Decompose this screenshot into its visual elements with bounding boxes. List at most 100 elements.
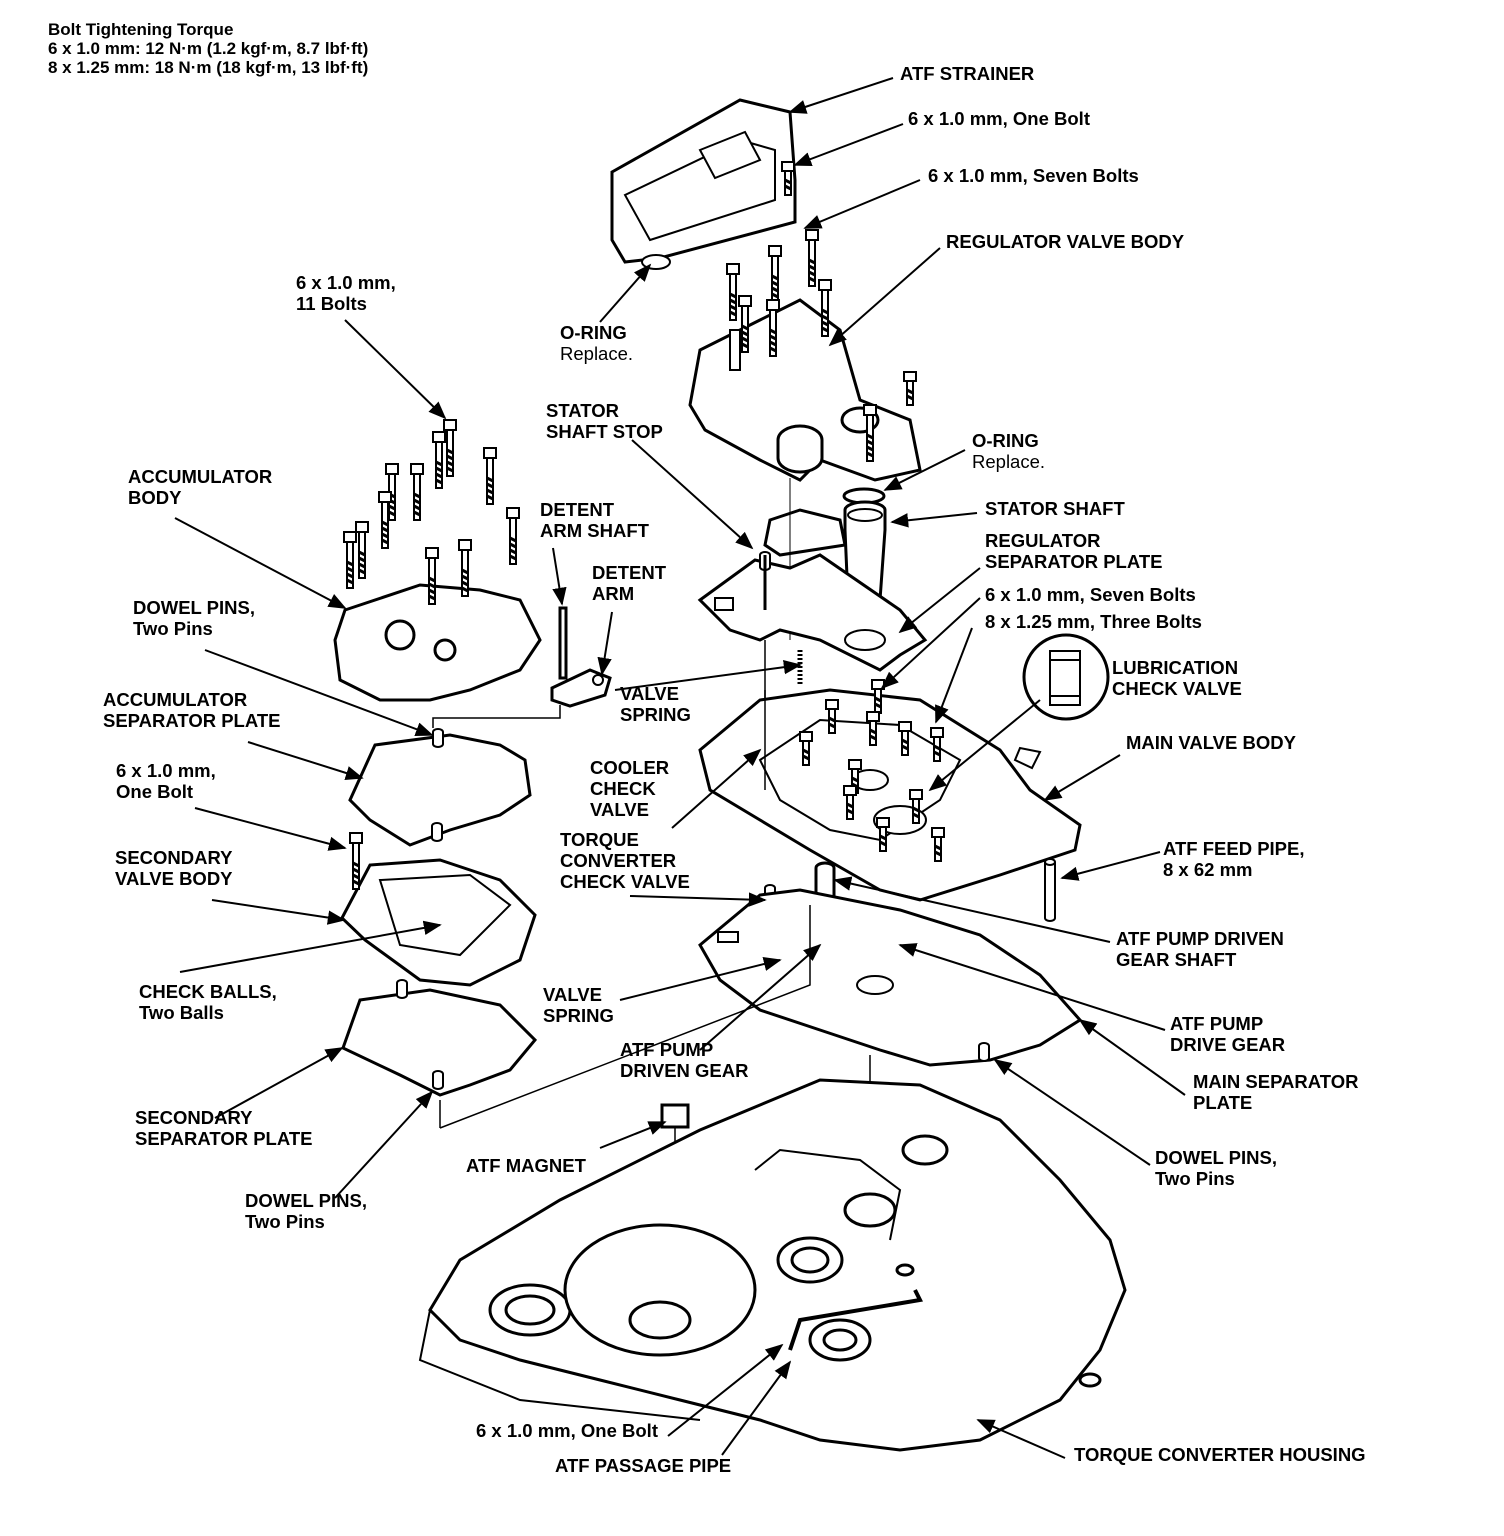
- label-text: ATF PUMP: [620, 1039, 714, 1060]
- label-text: SPRING: [543, 1005, 614, 1026]
- label-text: 6 x 1.0 mm, Seven Bolts: [928, 165, 1139, 186]
- label-text: ATF PUMP: [1170, 1013, 1264, 1034]
- label-text: DRIVEN GEAR: [620, 1060, 749, 1081]
- label-text: 6 x 1.0 mm, Seven Bolts: [985, 584, 1196, 605]
- secondary-separator-plate: [341, 978, 538, 1097]
- label-text: ATF STRAINER: [900, 63, 1035, 84]
- label-bolt-seven-top: 6 x 1.0 mm, Seven Bolts: [928, 165, 1139, 186]
- label-text: MAIN SEPARATOR: [1193, 1071, 1359, 1092]
- label-text: DRIVE GEAR: [1170, 1034, 1286, 1055]
- torque-converter-housing: [418, 1078, 1127, 1452]
- label-bolts-three-mid: 8 x 1.25 mm, Three Bolts: [985, 611, 1202, 632]
- label-text: CONVERTER: [560, 850, 677, 871]
- label-text: Two Balls: [139, 1002, 224, 1023]
- header-spec-6mm: 6 x 1.0 mm: 12 N·m (1.2 kgf·m, 8.7 lbf·f…: [48, 39, 369, 58]
- label-text: COOLER: [590, 757, 670, 778]
- label-text: DETENT: [540, 499, 614, 520]
- label-bolt-one-left: 6 x 1.0 mm,One Bolt: [116, 760, 216, 802]
- label-text: SPRING: [620, 704, 691, 725]
- label-bolt-one-bottom: 6 x 1.0 mm, One Bolt: [476, 1420, 658, 1441]
- detent-arm: [550, 606, 612, 708]
- label-text: ATF PUMP DRIVEN: [1116, 928, 1284, 949]
- label-text: VALVE BODY: [115, 868, 233, 889]
- label-text: SEPARATOR PLATE: [103, 710, 281, 731]
- label-text: LUBRICATION: [1112, 657, 1239, 678]
- label-atf-strainer: ATF STRAINER: [900, 63, 1034, 84]
- label-main-valve-body: MAIN VALVE BODY: [1126, 732, 1296, 753]
- label-text: ATF FEED PIPE,: [1163, 838, 1305, 859]
- header-spec-8mm: 8 x 1.25 mm: 18 N·m (18 kgf·m, 13 lbf·ft…: [48, 58, 369, 77]
- label-regulator-valve-body: REGULATOR VALVE BODY: [946, 231, 1184, 252]
- main-valve-body: [698, 678, 1082, 902]
- label-text: ACCUMULATOR: [103, 689, 248, 710]
- label-text: Two Pins: [133, 618, 213, 639]
- label-text: ARM: [592, 583, 635, 604]
- label-text: SEPARATOR PLATE: [985, 551, 1163, 572]
- torque-spec-header: Bolt Tightening Torque 6 x 1.0 mm: 12 N·…: [48, 20, 368, 77]
- label-text: VALVE: [543, 984, 602, 1005]
- label-text: DOWEL PINS,: [133, 597, 255, 618]
- label-bolts-seven-mid: 6 x 1.0 mm, Seven Bolts: [985, 584, 1196, 605]
- label-text: ATF PASSAGE PIPE: [555, 1455, 732, 1476]
- label-text: O-RING: [972, 430, 1039, 451]
- label-atf-passage-pipe: ATF PASSAGE PIPE: [555, 1455, 731, 1476]
- leader-lines: [174, 77, 1186, 1459]
- label-text: O-RING: [560, 322, 627, 343]
- label-text: Two Pins: [245, 1211, 325, 1232]
- label-text: ACCUMULATOR: [128, 466, 273, 487]
- label-text: 8 x 1.25 mm, Three Bolts: [985, 611, 1202, 632]
- atf-strainer: [610, 98, 797, 270]
- label-text: Two Pins: [1155, 1168, 1235, 1189]
- label-text: ATF MAGNET: [466, 1155, 586, 1176]
- label-text: REGULATOR VALVE BODY: [946, 231, 1185, 252]
- label-text: REGULATOR: [985, 530, 1101, 551]
- label-text: DETENT: [592, 562, 666, 583]
- accumulator-body: [333, 418, 542, 702]
- regulator-separator-plate: [697, 550, 928, 672]
- label-text: One Bolt: [116, 781, 194, 802]
- stator-shaft-assembly: [763, 478, 887, 640]
- label-atf-feed-pipe: ATF FEED PIPE,8 x 62 mm: [1163, 838, 1305, 880]
- label-text: 6 x 1.0 mm,: [116, 760, 216, 781]
- label-text: CHECK BALLS,: [139, 981, 277, 1002]
- accumulator-separator-plate: [348, 727, 532, 847]
- regulator-valve-body: [688, 228, 922, 482]
- label-text: 6 x 1.0 mm,: [296, 272, 396, 293]
- label-stator-shaft: STATOR SHAFT: [985, 498, 1125, 519]
- label-text: STATOR: [546, 400, 619, 421]
- label-text: DOWEL PINS,: [1155, 1147, 1277, 1168]
- label-text: PLATE: [1193, 1092, 1253, 1113]
- label-text: SECONDARY: [135, 1107, 253, 1128]
- label-text: VALVE: [590, 799, 649, 820]
- label-text: 11 Bolts: [296, 293, 367, 314]
- label-dowel-pins-right: DOWEL PINS,Two Pins: [1155, 1147, 1277, 1189]
- label-text: Replace.: [560, 343, 634, 364]
- label-torque-converter-housing: TORQUE CONVERTER HOUSING: [1074, 1444, 1366, 1465]
- label-text: TORQUE: [560, 829, 639, 850]
- label-text: BODY: [128, 487, 182, 508]
- label-text: DOWEL PINS,: [245, 1190, 367, 1211]
- label-atf-magnet: ATF MAGNET: [466, 1155, 586, 1176]
- label-text: SEPARATOR PLATE: [135, 1128, 313, 1149]
- header-title: Bolt Tightening Torque: [48, 20, 234, 39]
- label-text: 6 x 1.0 mm, One Bolt: [476, 1420, 658, 1441]
- label-text: CHECK VALVE: [560, 871, 690, 892]
- label-text: GEAR SHAFT: [1116, 949, 1237, 970]
